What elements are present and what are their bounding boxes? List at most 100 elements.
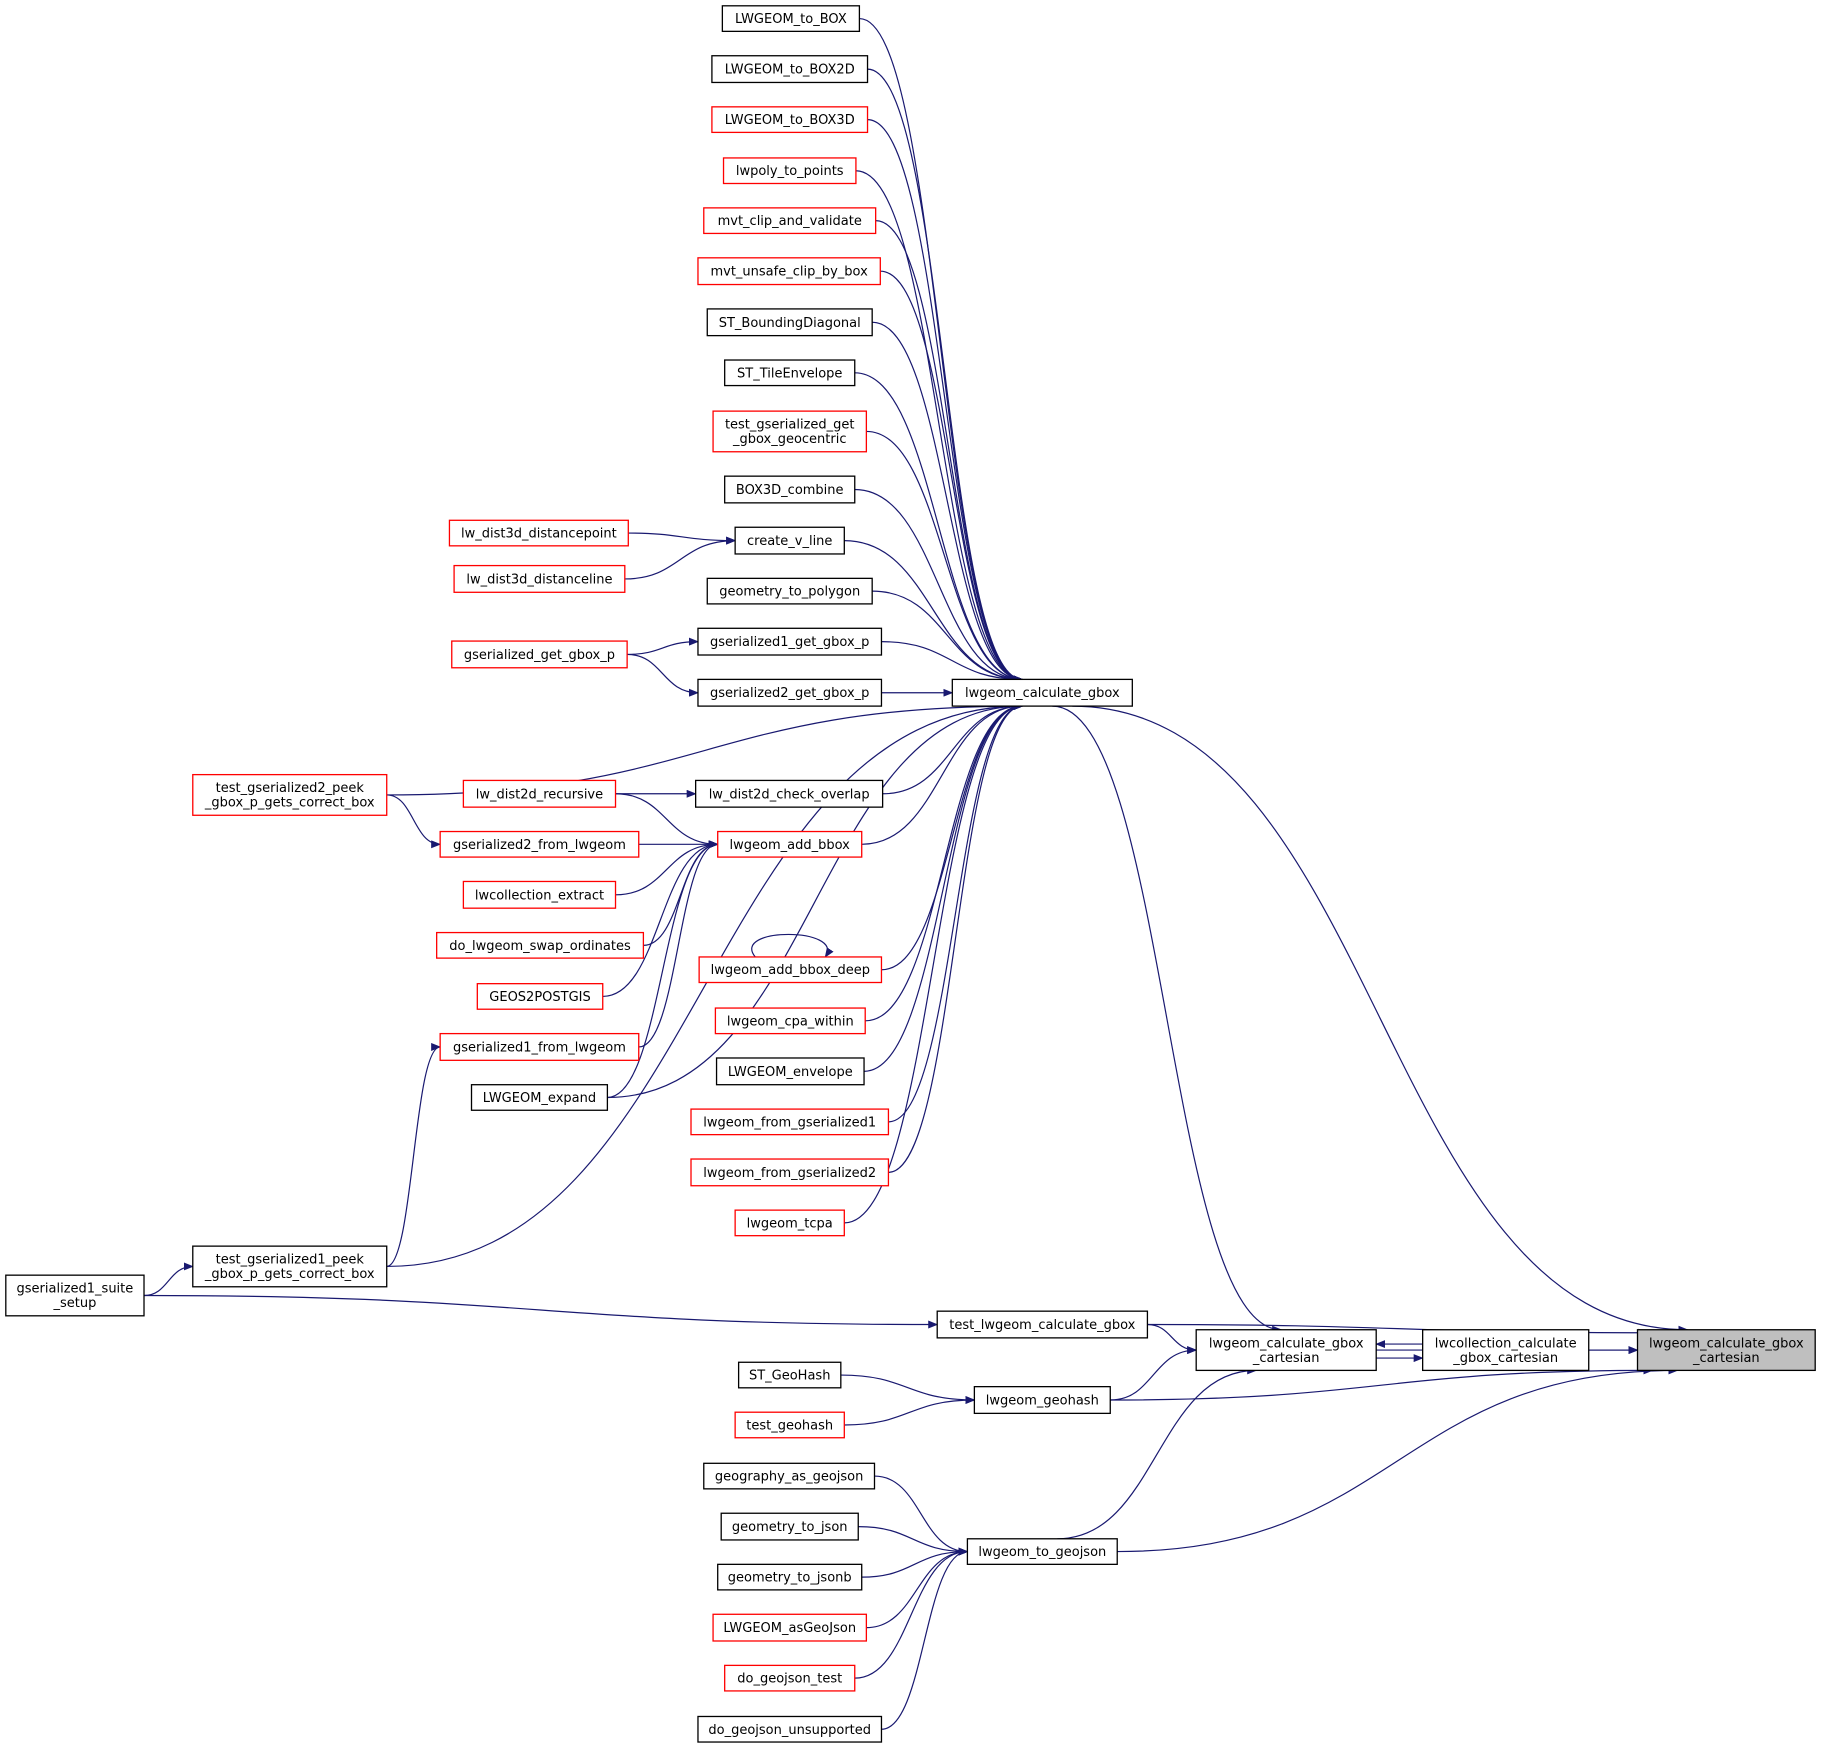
- node-label: gserialized1_from_lwgeom: [453, 1040, 626, 1055]
- edge-st-boundingdiagonal-to-lwgeom-calculate-gbox: [872, 321, 1024, 684]
- node-box: [451, 640, 628, 669]
- node-box3d-combine[interactable]: BOX3D_combine: [724, 475, 856, 504]
- node-lwgeom-geohash[interactable]: lwgeom_geohash: [973, 1386, 1111, 1415]
- edge-lwgeom-to-box2d-to-lwgeom-calculate-gbox: [867, 68, 1024, 684]
- node-lwgeom-cpa-within[interactable]: lwgeom_cpa_within: [714, 1007, 866, 1035]
- edge-lwgeom-asgeojson-to-lwgeom-to-geojson: [866, 1547, 969, 1629]
- node-gserialized-get-gbox-p[interactable]: gserialized_get_gbox_p: [451, 640, 628, 669]
- node-lwcollection-calculate-gbox-cartesian[interactable]: lwcollection_calculate_gbox_cartesian: [1422, 1329, 1590, 1372]
- node-mvt-clip-and-validate[interactable]: mvt_clip_and_validate: [703, 207, 877, 235]
- node-geometry-to-json[interactable]: geometry_to_json: [720, 1512, 859, 1541]
- node-do-geojson-unsupported[interactable]: do_geojson_unsupported: [697, 1715, 883, 1743]
- node-lwgeom-calculate-gbox[interactable]: lwgeom_calculate_gbox: [951, 678, 1133, 707]
- edges-layer: [143, 17, 1689, 1730]
- edge-test-gserialized1-peek-to-gserialized1-from-lwgeom: [386, 1043, 442, 1268]
- node-lwgeom-expand[interactable]: LWGEOM_expand: [470, 1084, 609, 1111]
- node-lwgeom-add-bbox-deep[interactable]: lwgeom_add_bbox_deep: [698, 956, 883, 984]
- node-lwcollection-extract[interactable]: lwcollection_extract: [462, 880, 617, 909]
- node-label: lwcollection_calculate: [1435, 1336, 1577, 1351]
- node-geometry-to-jsonb[interactable]: geometry_to_jsonb: [717, 1563, 863, 1591]
- node-geography-as-geojson[interactable]: geography_as_geojson: [703, 1462, 876, 1490]
- node-geos2postgis[interactable]: GEOS2POSTGIS: [476, 983, 604, 1010]
- edge-lwgeom-cpa-within-to-lwgeom-calculate-gbox: [865, 702, 1024, 1022]
- node-box: [1422, 1329, 1590, 1372]
- node-focus[interactable]: lwgeom_calculate_gbox_cartesian: [1636, 1329, 1816, 1372]
- node-box: [717, 830, 863, 858]
- node-box: [721, 5, 861, 33]
- node-gserialized2-from-lwgeom[interactable]: gserialized2_from_lwgeom: [439, 830, 640, 858]
- node-lwgeom-from-gserialized1[interactable]: lwgeom_from_gserialized1: [690, 1108, 890, 1136]
- edge-lwgeom-to-geojson-to-lwgeom-calculate-gbox-cartesian: [1057, 1366, 1258, 1540]
- node-label: ST_TileEnvelope: [737, 366, 842, 381]
- edge-lwgeom-add-bbox-deep-to-lwgeom-add-bbox-deep: [751, 933, 834, 958]
- node-label: gserialized2_from_lwgeom: [453, 838, 626, 853]
- node-label: lwgeom_calculate_gbox: [1649, 1336, 1804, 1351]
- node-box: [439, 830, 640, 858]
- node-box: [690, 1158, 890, 1187]
- node-lwgeom-to-box[interactable]: LWGEOM_to_BOX: [721, 5, 861, 33]
- node-label: LWGEOM_to_BOX3D: [725, 113, 855, 128]
- node-box: [1636, 1329, 1816, 1372]
- edge-do-lwgeom-swap-ordinates-to-lwgeom-add-bbox: [643, 840, 719, 946]
- node-box: [734, 526, 845, 555]
- node-lwgeom-from-gserialized2[interactable]: lwgeom_from_gserialized2: [690, 1158, 890, 1187]
- node-mvt-unsafe-clip-by-box[interactable]: mvt_unsafe_clip_by_box: [697, 257, 881, 286]
- node-test-geohash[interactable]: test_geohash: [734, 1411, 845, 1439]
- edge-test-gserialized-get-gbox-geocentric-to-lwgeom-calculate-gbox: [866, 430, 1024, 684]
- node-lwpoly-to-points[interactable]: lwpoly_to_points: [722, 157, 857, 185]
- node-lw-dist2d-check-overlap[interactable]: lw_dist2d_check_overlap: [694, 779, 884, 808]
- node-st-tileenvelope[interactable]: ST_TileEnvelope: [724, 359, 856, 387]
- node-box: [734, 1209, 845, 1237]
- node-box: [690, 1108, 890, 1136]
- node-lw-dist2d-recursive[interactable]: lw_dist2d_recursive: [462, 779, 617, 808]
- edge-gserialized1-suite-setup-to-test-lwgeom-calculate-gbox: [144, 1294, 939, 1329]
- node-gserialized1-suite-setup[interactable]: gserialized1_suite_setup: [5, 1274, 145, 1317]
- node-geometry-to-polygon[interactable]: geometry_to_polygon: [706, 577, 873, 605]
- node-lwgeom-to-box2d[interactable]: LWGEOM_to_BOX2D: [711, 55, 869, 84]
- edge-gserialized1-from-lwgeom-to-lwgeom-add-bbox: [638, 840, 719, 1048]
- node-test-gserialized-get-gbox-geocentric[interactable]: test_gserialized_get_gbox_geocentric: [712, 410, 868, 453]
- node-box: [470, 1084, 609, 1111]
- node-do-geojson-test[interactable]: do_geojson_test: [724, 1664, 856, 1692]
- node-box: [936, 1310, 1149, 1339]
- node-label: LWGEOM_asGeoJson: [723, 1621, 856, 1636]
- node-lwgeom-add-bbox[interactable]: lwgeom_add_bbox: [717, 830, 863, 858]
- node-st-geohash[interactable]: ST_GeoHash: [737, 1361, 842, 1389]
- node-box: [951, 678, 1133, 707]
- edge-lwgeom-to-box3d-to-lwgeom-calculate-gbox: [867, 119, 1024, 684]
- edge-lwgeom-to-geojson-to-focus: [1117, 1366, 1679, 1553]
- node-label: lw_dist3d_distanceline: [466, 572, 612, 587]
- node-label: LWGEOM_to_BOX: [735, 12, 847, 27]
- edge-lw-dist2d-check-overlap-to-lwgeom-calculate-gbox: [882, 702, 1024, 795]
- node-label: lwgeom_calculate_gbox: [1209, 1336, 1364, 1351]
- edge-gserialized1-suite-setup-to-test-gserialized1-peek: [143, 1262, 194, 1297]
- node-label: lwgeom_from_gserialized2: [703, 1166, 876, 1181]
- edge-mvt-clip-and-validate-to-lwgeom-calculate-gbox: [875, 220, 1024, 684]
- node-gserialized1-get-gbox-p[interactable]: gserialized1_get_gbox_p: [697, 627, 883, 656]
- edge-lw-dist2d-recursive-to-lwgeom-add-bbox: [615, 793, 719, 849]
- node-label: lwgeom_cpa_within: [727, 1014, 854, 1029]
- edge-lwgeom-geohash-to-lwgeom-calculate-gbox-cartesian: [1110, 1346, 1198, 1401]
- node-lwgeom-asgeojson[interactable]: LWGEOM_asGeoJson: [712, 1613, 868, 1642]
- node-lw-dist3d-distancepoint[interactable]: lw_dist3d_distancepoint: [448, 519, 629, 547]
- node-test-lwgeom-calculate-gbox[interactable]: test_lwgeom_calculate_gbox: [936, 1310, 1149, 1339]
- node-lwgeom-tcpa[interactable]: lwgeom_tcpa: [734, 1209, 845, 1237]
- node-box: [697, 627, 883, 656]
- node-test-gserialized2-peek[interactable]: test_gserialized2_peek_gbox_p_gets_corre…: [192, 773, 388, 816]
- node-st-boundingdiagonal[interactable]: ST_BoundingDiagonal: [706, 308, 873, 337]
- node-lwgeom-calculate-gbox-cartesian[interactable]: lwgeom_calculate_gbox_cartesian: [1195, 1329, 1377, 1372]
- node-label: do_lwgeom_swap_ordinates: [449, 939, 631, 954]
- node-do-lwgeom-swap-ordinates[interactable]: do_lwgeom_swap_ordinates: [436, 931, 645, 959]
- node-create-v-line[interactable]: create_v_line: [734, 526, 845, 555]
- node-lwgeom-envelope[interactable]: LWGEOM_envelope: [715, 1057, 865, 1086]
- node-lwgeom-to-box3d[interactable]: LWGEOM_to_BOX3D: [711, 106, 869, 134]
- node-label: LWGEOM_expand: [483, 1091, 596, 1106]
- node-box: [715, 1057, 865, 1086]
- node-test-gserialized1-peek[interactable]: test_gserialized1_peek_gbox_p_gets_corre…: [192, 1245, 388, 1288]
- edge-lw-dist3d-distanceline-to-create-v-line: [624, 536, 737, 580]
- node-label: geometry_to_polygon: [719, 585, 860, 600]
- node-lwgeom-to-geojson[interactable]: lwgeom_to_geojson: [966, 1538, 1118, 1565]
- node-gserialized2-get-gbox-p[interactable]: gserialized2_get_gbox_p: [697, 678, 883, 707]
- node-gserialized1-from-lwgeom[interactable]: gserialized1_from_lwgeom: [439, 1032, 640, 1061]
- node-lw-dist3d-distanceline[interactable]: lw_dist3d_distanceline: [453, 564, 626, 593]
